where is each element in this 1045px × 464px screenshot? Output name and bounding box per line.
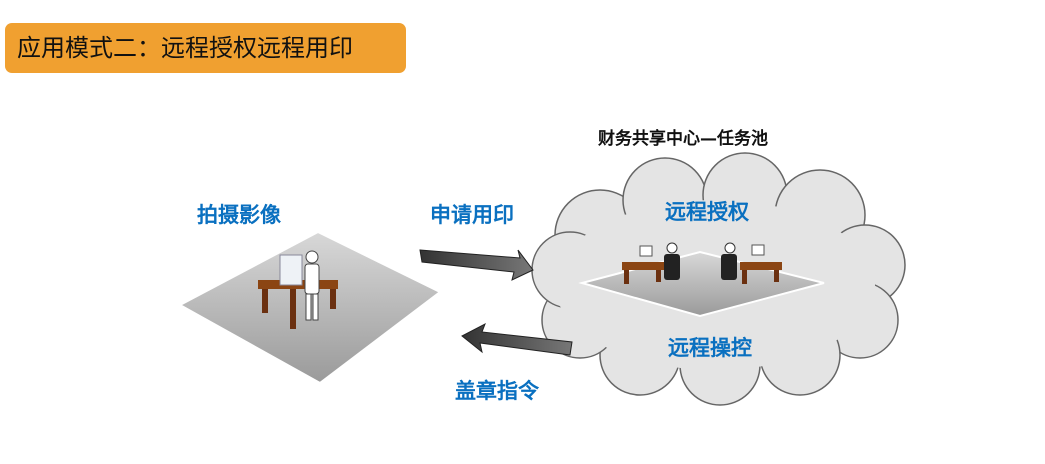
page-title: 应用模式二：远程授权远程用印: [5, 23, 406, 73]
arrow-left-icon: [461, 322, 573, 356]
remote-authorize-label: 远程授权: [665, 200, 749, 224]
local-desk-person: [258, 250, 338, 329]
arrow-right-icon: [419, 249, 534, 281]
request-seal-label: 申请用印: [430, 203, 514, 227]
capture-image-label: 拍摄影像: [197, 203, 281, 227]
remote-control-label: 远程操控: [668, 336, 752, 360]
remote-desk-right: [721, 242, 782, 284]
seal-command-label: 盖章指令: [455, 379, 539, 403]
remote-desk-left: [622, 242, 680, 284]
cloud-title: 财务共享中心—任务池: [598, 129, 768, 149]
